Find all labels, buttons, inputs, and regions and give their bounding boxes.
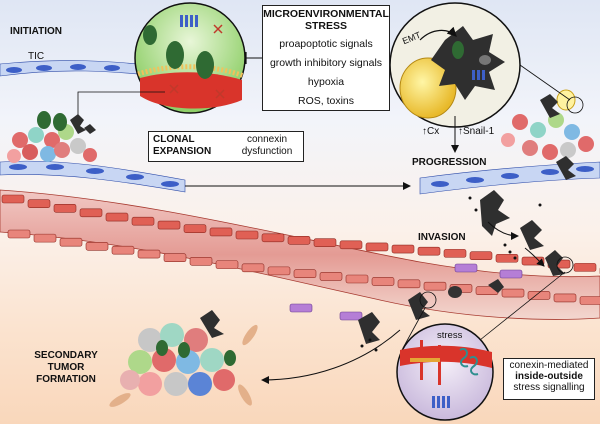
vessel-cell xyxy=(495,253,519,263)
vessel-cell xyxy=(1,194,25,204)
clonal-expansion-box: CLONAL EXPANSION connexin dysfunction xyxy=(148,131,304,162)
vessel-cell xyxy=(397,279,421,289)
vessel-cell xyxy=(521,256,545,266)
connexin-dysfunction-line-1: connexin xyxy=(246,134,288,145)
stress-signalling-circle xyxy=(396,323,494,421)
vessel-cell xyxy=(339,240,363,250)
vessel-cell xyxy=(267,266,291,276)
vessel-cell xyxy=(319,272,343,281)
emt-magnified-circle xyxy=(389,2,521,128)
progression-cluster xyxy=(501,89,594,180)
vessel-cell xyxy=(287,236,311,245)
secondary-tumor-cluster xyxy=(109,310,258,407)
vessel-cell xyxy=(59,237,83,247)
blood-vessel xyxy=(0,189,600,321)
microenvironmental-stress-box: MICROENVIRONMENTAL STRESS proapoptotic s… xyxy=(262,5,390,111)
stress-item: ROS, toxins xyxy=(297,95,355,107)
vessel-cell xyxy=(443,249,467,258)
stress-item: hypoxia xyxy=(307,76,345,88)
stress-label: stress xyxy=(437,330,463,341)
vessel-cell xyxy=(53,203,77,213)
signalling-line-2: inside-outside xyxy=(515,371,583,382)
vessel-cell xyxy=(189,256,213,266)
vessel-cell xyxy=(235,230,259,240)
vessel-cell xyxy=(365,242,389,252)
magnified-membrane-circle xyxy=(134,2,246,114)
vessel-cell xyxy=(215,260,239,269)
vessel-cell xyxy=(163,253,187,263)
initiation-label: INITIATION xyxy=(10,26,63,37)
connexin-dysfunction-line-2: dysfunction xyxy=(241,146,293,157)
clonal-expansion-line-2: EXPANSION xyxy=(153,146,212,157)
vessel-cell xyxy=(345,274,369,284)
snail-marker-label: ↑Snail-1 xyxy=(458,126,495,137)
stress-item: proapoptotic signals xyxy=(279,38,373,50)
progression-label: PROGRESSION xyxy=(412,157,487,168)
vessel-cell xyxy=(501,288,525,298)
vessel-cell xyxy=(79,208,103,218)
vessel-cell xyxy=(105,212,129,222)
vessel-cell xyxy=(209,227,233,237)
vessel-cell xyxy=(111,245,135,255)
vessel-cell xyxy=(261,233,285,243)
invading-tumor-cells xyxy=(358,190,565,344)
vessel-cell xyxy=(27,199,51,208)
secondary-tumor-line-1: SECONDARY xyxy=(34,350,98,361)
epithelium-right xyxy=(419,161,600,195)
vessel-cell xyxy=(183,224,207,233)
vessel-cell xyxy=(371,277,395,286)
vessel-cell xyxy=(391,244,415,254)
vessel-cell xyxy=(573,263,597,272)
signalling-line-3: stress signalling xyxy=(513,382,585,393)
vessel-cell xyxy=(241,263,265,273)
vessel-cell xyxy=(469,251,493,261)
stress-box-title-1: MICROENVIRONMENTAL xyxy=(263,8,389,20)
vessel-cell xyxy=(579,296,600,305)
stress-box-title-2: STRESS xyxy=(304,20,347,32)
epithelium-middle-left xyxy=(0,160,186,193)
vessel-cell xyxy=(33,233,57,243)
vessel-cell xyxy=(313,238,337,247)
vessel-cell xyxy=(293,269,317,279)
cx-marker-label: ↑Cx xyxy=(422,126,440,137)
stress-item: growth inhibitory signals xyxy=(269,57,383,69)
initiation-tumor-cluster xyxy=(7,111,97,163)
clonal-expansion-line-1: CLONAL xyxy=(153,134,195,145)
tic-label: TIC xyxy=(28,51,45,62)
vessel-cell xyxy=(85,241,109,251)
invasion-label: INVASION xyxy=(418,232,466,243)
vessel-cell xyxy=(157,220,181,230)
vessel-cell xyxy=(553,293,577,303)
vessel-cell xyxy=(417,246,441,256)
vessel-cell xyxy=(423,281,447,291)
vessel-cell xyxy=(131,216,155,226)
secondary-tumor-line-2: TUMOR xyxy=(47,362,85,373)
vessel-cell xyxy=(7,229,31,239)
signalling-box: conexin-mediated inside-outside stress s… xyxy=(503,358,595,400)
signalling-line-1: conexin-mediated xyxy=(509,360,589,371)
secondary-tumor-line-3: FORMATION xyxy=(36,374,96,385)
vessel-cell xyxy=(137,249,161,259)
